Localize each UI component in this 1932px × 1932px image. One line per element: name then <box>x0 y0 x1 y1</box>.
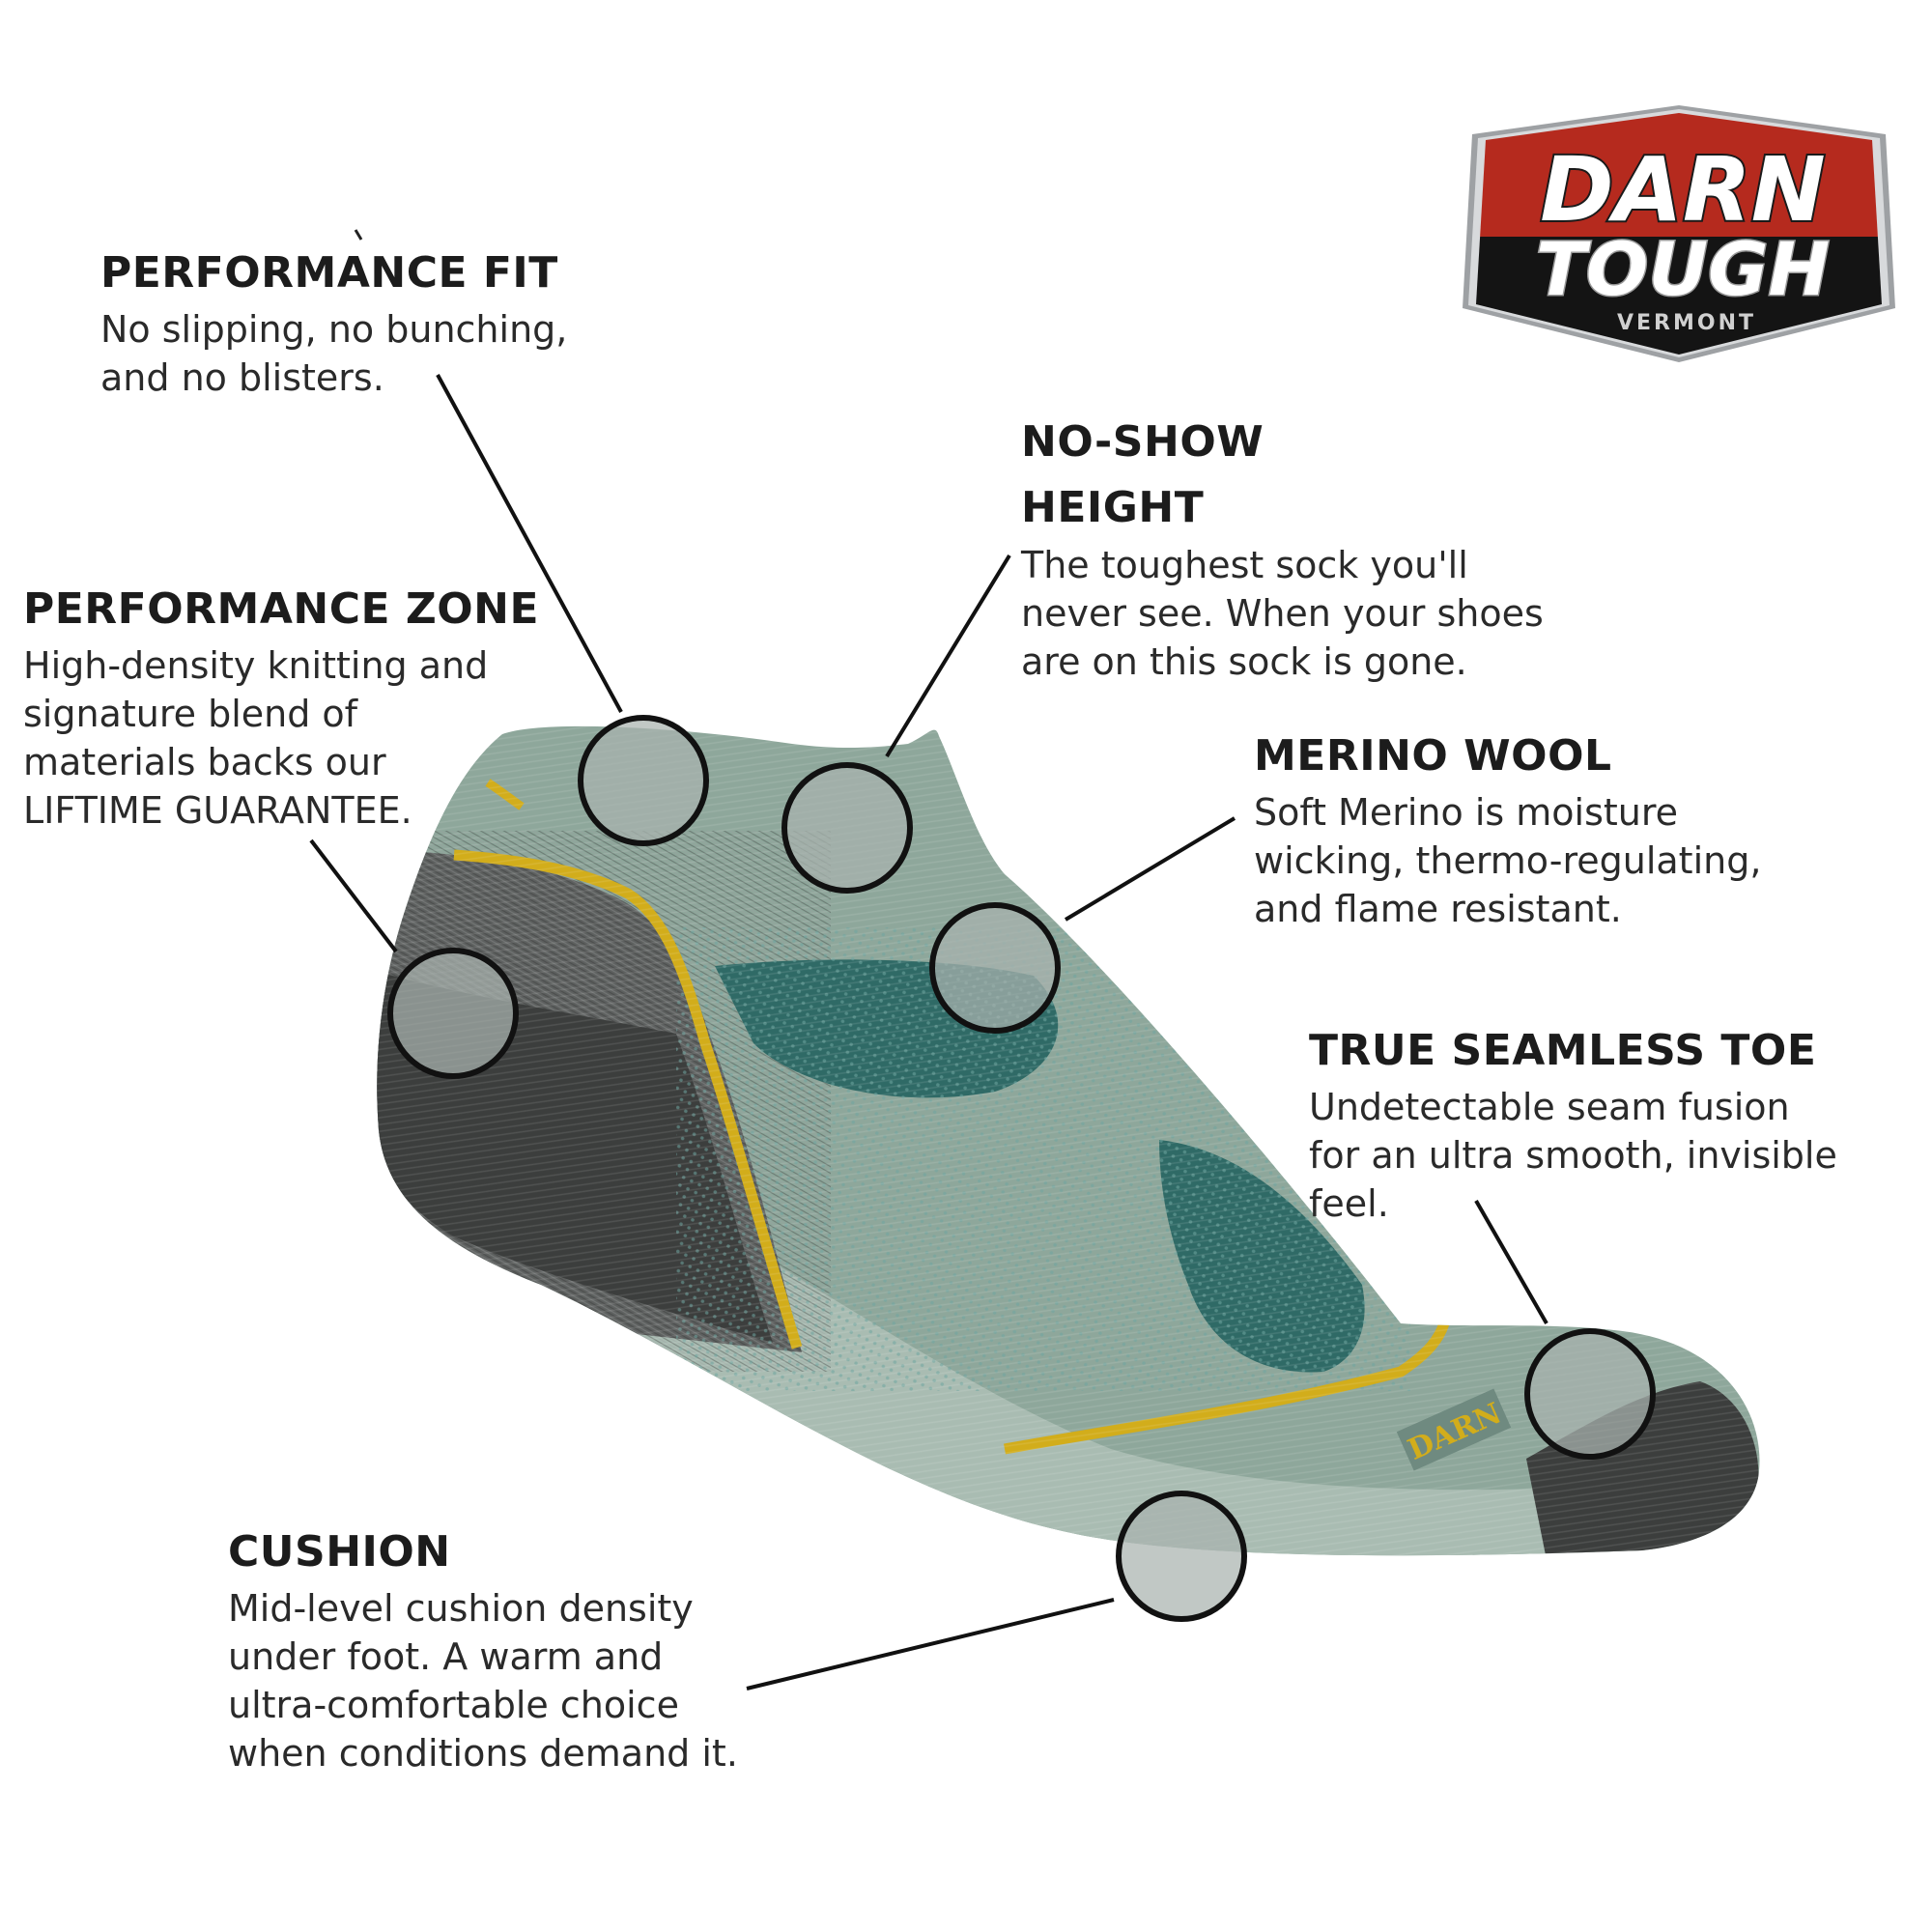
leader-lines <box>309 374 1548 1690</box>
callout-merino-wool <box>929 902 1061 1034</box>
logo-word-darn: DARN <box>1540 138 1825 242</box>
feature-merino-wool: MERINO WOOL Soft Merino is moisture wick… <box>1254 724 1853 933</box>
leader-merino-wool <box>1064 816 1236 922</box>
feature-cushion: CUSHION Mid-level cushion density under … <box>228 1520 827 1777</box>
callout-circles <box>387 715 1656 1622</box>
feature-description: No slipping, no bunching, and no blister… <box>100 308 568 399</box>
logo-word-tough: TOUGH <box>1536 226 1830 312</box>
leader-performance-zone <box>309 838 398 953</box>
feature-title: TRUE SEAMLESS TOE <box>1309 1026 1817 1075</box>
darn-tough-logo: DARN TOUGH VERMONT <box>1463 105 1895 362</box>
logo-word-vermont: VERMONT <box>1617 311 1756 335</box>
decorative-tick <box>354 229 363 241</box>
feature-true-seamless-toe: TRUE SEAMLESS TOE Undetectable seam fusi… <box>1309 1019 1908 1228</box>
feature-title: NO-SHOW HEIGHT <box>1021 417 1264 532</box>
leader-no-show-height <box>885 554 1011 758</box>
logo-red-band <box>1476 113 1882 237</box>
leader-cushion <box>746 1598 1115 1690</box>
feature-description: Undetectable seam fusion for an ultra sm… <box>1309 1086 1837 1225</box>
feature-description: High-density knitting and signature blen… <box>23 644 489 832</box>
callout-performance-zone <box>387 948 519 1079</box>
feature-title: PERFORMANCE ZONE <box>23 584 540 634</box>
callout-cushion <box>1116 1491 1247 1622</box>
feature-description: The toughest sock you'll never see. When… <box>1021 544 1544 683</box>
feature-description: Mid-level cushion density under foot. A … <box>228 1587 738 1775</box>
feature-no-show-height: NO-SHOW HEIGHT The toughest sock you'll … <box>1021 410 1639 686</box>
feature-performance-fit: PERFORMANCE FIT No slipping, no bunching… <box>100 242 641 402</box>
feature-title: CUSHION <box>228 1527 451 1577</box>
leader-performance-fit <box>436 374 623 713</box>
feature-description: Soft Merino is moisture wicking, thermo-… <box>1254 791 1762 930</box>
callout-performance-fit <box>578 715 709 846</box>
feature-title: MERINO WOOL <box>1254 731 1612 781</box>
feature-title: PERFORMANCE FIT <box>100 248 558 298</box>
feature-performance-zone: PERFORMANCE ZONE High-density knitting a… <box>23 578 564 835</box>
leader-true-seamless-toe <box>1474 1200 1548 1324</box>
callout-no-show-height <box>781 762 913 894</box>
callout-true-seamless-toe <box>1524 1328 1656 1460</box>
